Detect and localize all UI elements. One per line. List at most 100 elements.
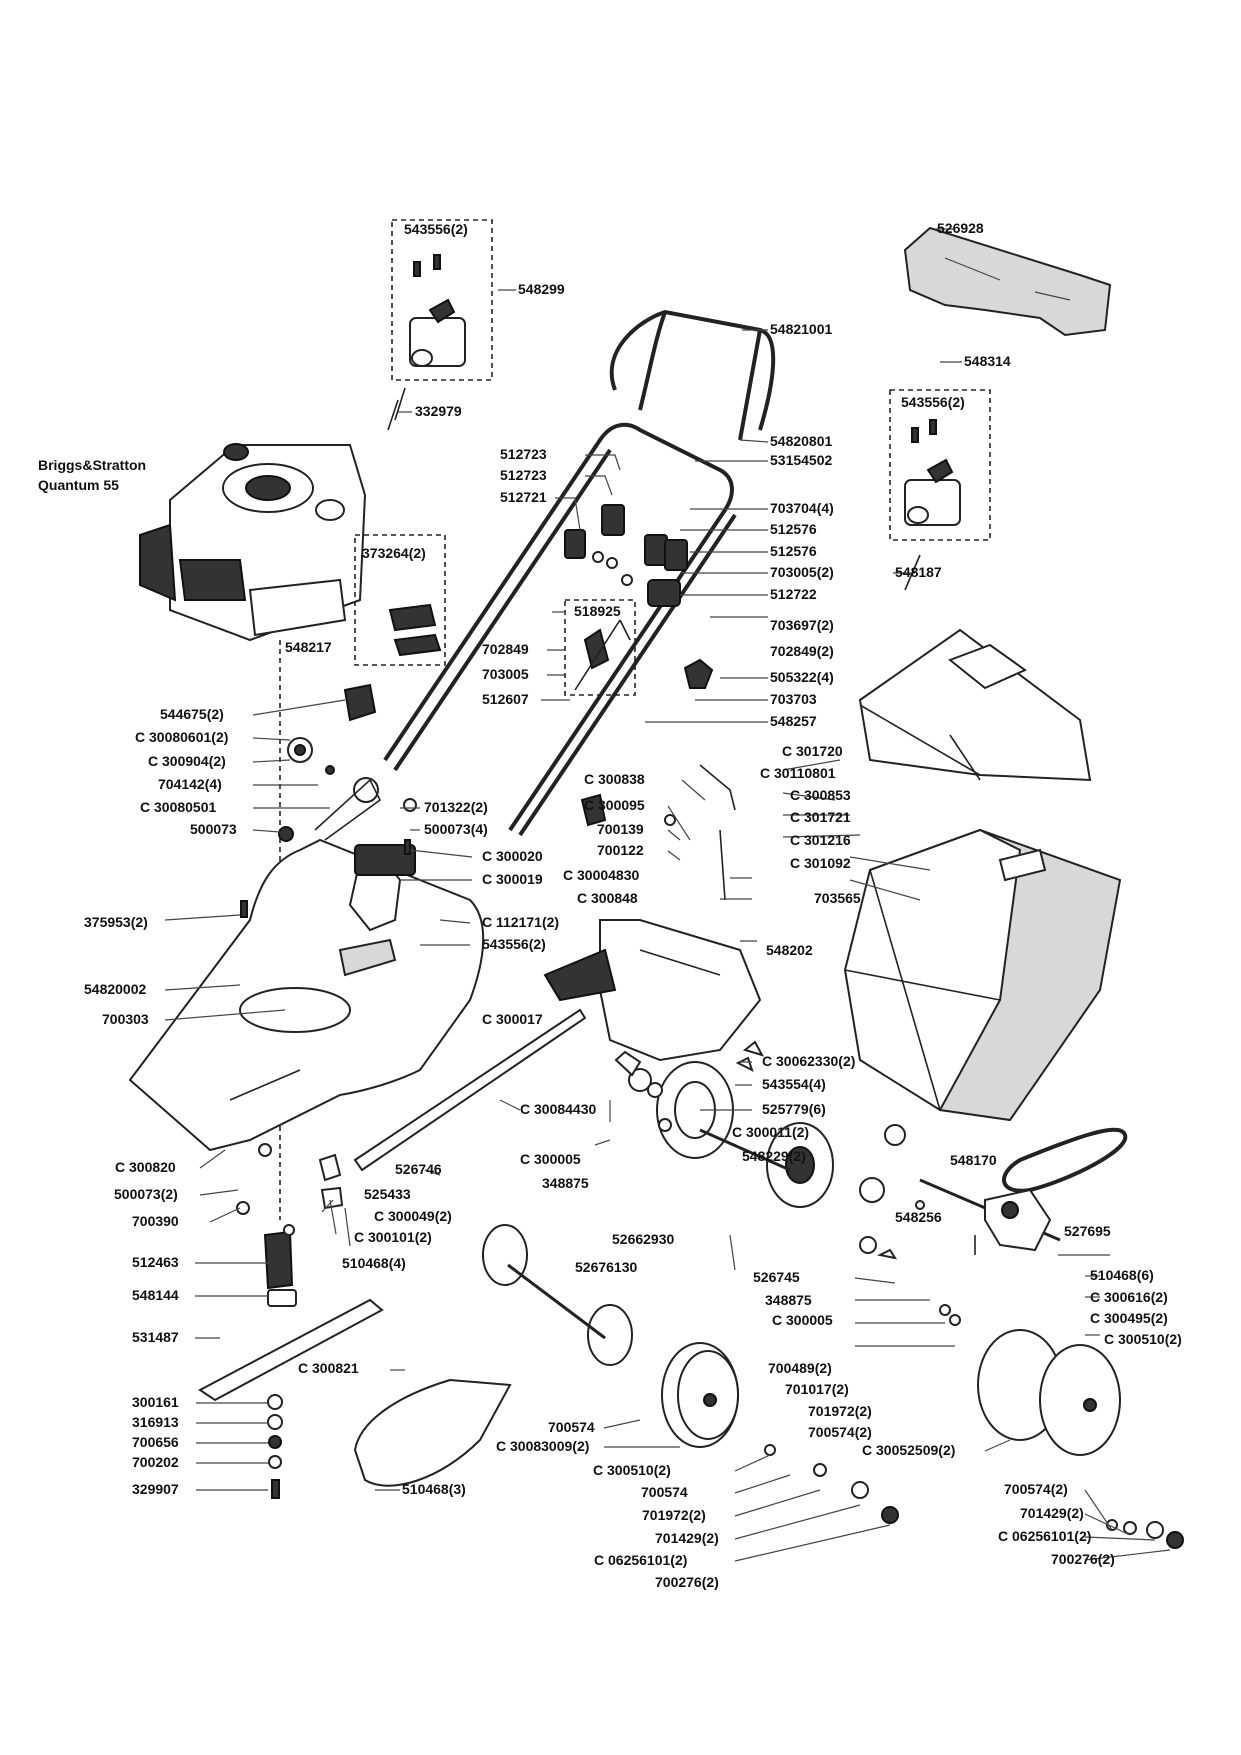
handle-clamps — [564, 504, 714, 689]
engine-briggs-stratton — [139, 443, 367, 642]
label-512723-2: 512723 — [500, 467, 547, 483]
label-300101: C 300101(2) — [354, 1229, 432, 1245]
label-500073-2: 500073(2) — [114, 1186, 178, 1202]
label-510468-3: 510468(3) — [402, 1481, 466, 1497]
label-548144: 548144 — [132, 1287, 179, 1303]
bracket-parts — [278, 683, 417, 842]
label-543556-deck: 543556(2) — [482, 936, 546, 952]
label-300904: C 300904(2) — [148, 753, 226, 769]
label-54820002: 54820002 — [84, 981, 147, 997]
misc-small-parts — [240, 764, 925, 1260]
label-30080501: C 30080501 — [140, 799, 217, 815]
upper-handle-54821001 — [609, 309, 776, 441]
label-703703: 703703 — [770, 691, 817, 707]
grass-box-lid — [858, 628, 1092, 782]
label-701972-2: 701972(2) — [642, 1507, 706, 1523]
front-axle-52676130 — [482, 1224, 633, 1366]
label-704142: 704142(4) — [158, 776, 222, 792]
label-700303: 700303 — [102, 1011, 149, 1027]
label-702849-2: 702849(2) — [770, 643, 834, 659]
label-526746: 526746 — [395, 1161, 442, 1177]
mulch-plug-300821 — [353, 1378, 512, 1487]
label-548299: 548299 — [518, 281, 565, 297]
label-06256101-left: C 06256101(2) — [594, 1552, 687, 1568]
label-300820: C 300820 — [115, 1159, 176, 1175]
label-300011: C 300011(2) — [732, 1124, 809, 1140]
label-700574-2: 700574(2) — [808, 1424, 872, 1440]
label-548217: 548217 — [285, 639, 332, 655]
label-505322: 505322(4) — [770, 669, 834, 685]
part-labels: Briggs&Stratton Quantum 55 543556(2) 548… — [38, 220, 1182, 1590]
label-700489: 700489(2) — [768, 1360, 832, 1376]
axle-30084430 — [353, 1008, 587, 1172]
grass-catcher-301092 — [843, 828, 1122, 1122]
drive-belt-548170 — [1002, 1127, 1128, 1193]
label-525433: 525433 — [364, 1186, 411, 1202]
label-703704: 703704(4) — [770, 500, 834, 516]
label-30080601: C 30080601(2) — [135, 729, 228, 745]
label-300838: C 300838 — [584, 771, 645, 787]
label-300848: C 300848 — [577, 890, 638, 906]
label-548257: 548257 — [770, 713, 817, 729]
label-701429-right: 701429(2) — [1020, 1505, 1084, 1521]
label-300019: C 300019 — [482, 871, 543, 887]
engine-label-line2: Quantum 55 — [38, 477, 119, 493]
mower-deck-54820002 — [128, 838, 485, 1157]
label-52676130: 52676130 — [575, 1259, 638, 1275]
label-512607: 512607 — [482, 691, 529, 707]
label-300020: C 300020 — [482, 848, 543, 864]
lever-kit-548314 — [889, 389, 991, 591]
label-527695: 527695 — [1064, 1223, 1111, 1239]
gearbox-527695 — [919, 1178, 1061, 1255]
label-526745: 526745 — [753, 1269, 800, 1285]
label-701017: 701017(2) — [785, 1381, 849, 1397]
label-300510-right: C 300510(2) — [1104, 1331, 1182, 1347]
label-700122: 700122 — [597, 842, 644, 858]
label-500073-4: 500073(4) — [424, 821, 488, 837]
lever-kit-548299 — [387, 219, 493, 431]
leader-lines — [164, 228, 1171, 1562]
label-53154502: 53154502 — [770, 452, 833, 468]
label-332979: 332979 — [415, 403, 462, 419]
label-510468-6: 510468(6) — [1090, 1267, 1154, 1283]
label-373264: 373264(2) — [362, 545, 426, 561]
label-30052509: C 30052509(2) — [862, 1442, 955, 1458]
label-375953: 375953(2) — [84, 914, 148, 930]
label-301092: C 301092 — [790, 855, 851, 871]
label-30110801: C 30110801 — [760, 765, 836, 781]
label-703005-2: 703005(2) — [770, 564, 834, 580]
washers — [658, 1118, 1184, 1549]
label-300821: C 300821 — [298, 1360, 359, 1376]
label-300017: C 300017 — [482, 1011, 543, 1027]
label-512463: 512463 — [132, 1254, 179, 1270]
label-300095: C 300095 — [584, 797, 645, 813]
label-701322: 701322(2) — [424, 799, 488, 815]
label-512576-2: 512576 — [770, 543, 817, 559]
label-300049: C 300049(2) — [374, 1208, 452, 1224]
rear-hub-52662930 — [628, 1061, 834, 1208]
label-703005: 703005 — [482, 666, 529, 682]
label-703565: 703565 — [814, 890, 861, 906]
label-300510-left: C 300510(2) — [593, 1462, 671, 1478]
handle-grip-526928 — [903, 226, 1112, 337]
label-525779: 525779(6) — [762, 1101, 826, 1117]
label-700276-left: 700276(2) — [655, 1574, 719, 1590]
label-543556-right: 543556(2) — [901, 394, 965, 410]
label-512723-1: 512723 — [500, 446, 547, 462]
label-548202: 548202 — [766, 942, 813, 958]
label-30004830: C 30004830 — [563, 867, 640, 883]
label-548229: 548229(2) — [742, 1148, 806, 1164]
label-52662930: 52662930 — [612, 1231, 675, 1247]
label-703697: 703697(2) — [770, 617, 834, 633]
engine-label-line1: Briggs&Stratton — [38, 457, 146, 473]
rear-wheel-30052509 — [977, 1329, 1121, 1456]
label-548187: 548187 — [895, 564, 942, 580]
label-702849: 702849 — [482, 641, 529, 657]
label-300616: C 300616(2) — [1090, 1289, 1168, 1305]
label-510468-4: 510468(4) — [342, 1255, 406, 1271]
throttle-kit-373264 — [354, 534, 446, 666]
label-700139: 700139 — [597, 821, 644, 837]
label-512721: 512721 — [500, 489, 547, 505]
label-512722: 512722 — [770, 586, 817, 602]
label-112171: C 112171(2) — [482, 914, 559, 930]
